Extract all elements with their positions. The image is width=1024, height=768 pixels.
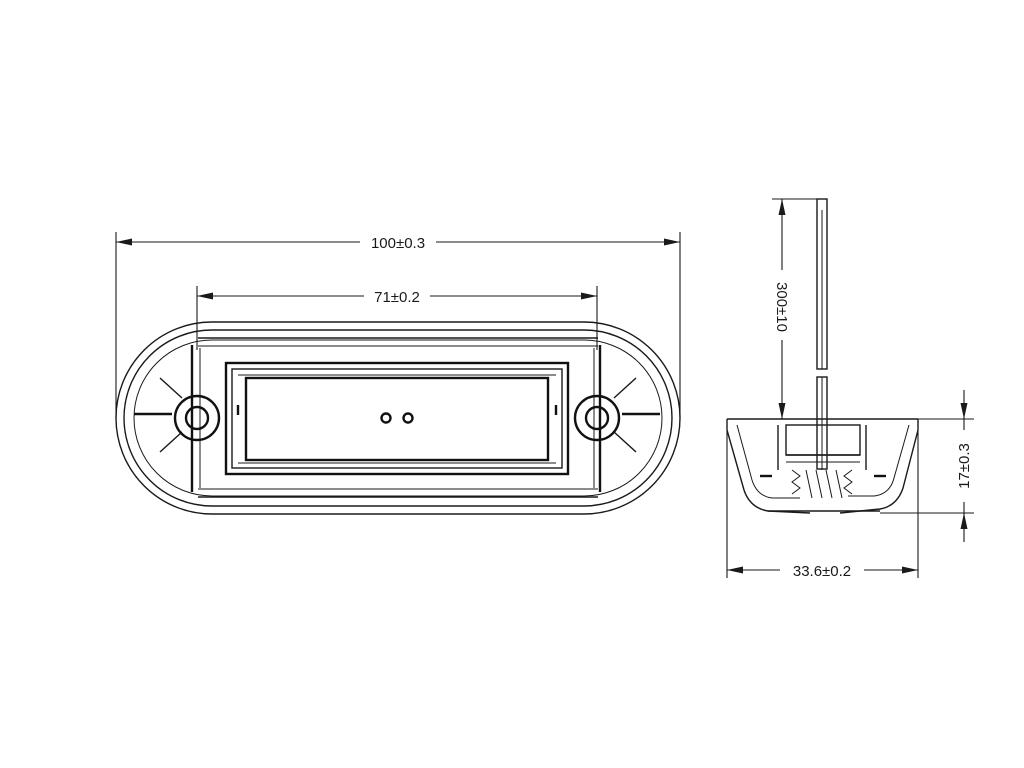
thread-zigzag	[791, 469, 853, 495]
outer-housing-outline	[115, 321, 681, 515]
led-dot-right	[402, 412, 414, 424]
housing-inner-right	[848, 424, 910, 497]
hole-spacing-arrow-left	[197, 292, 213, 300]
front-view: 100±0.3 71±0.2	[115, 232, 681, 515]
right-mounting-hole	[584, 405, 610, 431]
housing-left-profile	[726, 419, 811, 514]
rib-left-top	[159, 377, 183, 399]
overall-length-arrow-right	[664, 238, 680, 246]
rib-right-bottom	[613, 431, 637, 453]
lens-bezel-inner	[231, 368, 563, 469]
side-view: 300±10 17±0.3 33.6±0.2	[726, 198, 974, 580]
cable-length-label: 300±10	[773, 282, 790, 332]
overall-length-label: 100±0.3	[371, 235, 425, 252]
right-mounting-hole-boss	[573, 394, 621, 442]
left-mounting-hole	[184, 405, 210, 431]
connector-block	[785, 424, 861, 456]
inner-housing-outline	[123, 329, 673, 507]
lens-window	[244, 376, 550, 462]
height-arrow-bottom	[960, 513, 968, 529]
housing-inner-left	[736, 424, 800, 499]
hole-spacing-label: 71±0.2	[374, 289, 420, 306]
left-mounting-hole-boss	[173, 394, 221, 442]
led-dot-left	[380, 412, 392, 424]
rib-left-bottom	[159, 431, 183, 453]
height-label: 17±0.3	[956, 443, 973, 489]
thread-hatch	[805, 469, 843, 499]
width-label: 33.6±0.2	[793, 563, 851, 580]
width-arrow-left	[727, 566, 743, 574]
cable-length-arrow-top	[778, 199, 786, 215]
cable-length-arrow-bottom	[778, 403, 786, 419]
housing-right-profile	[839, 419, 919, 514]
flange-outline	[133, 339, 663, 497]
rib-right-top	[613, 377, 637, 399]
width-arrow-right	[902, 566, 918, 574]
overall-length-arrow-left	[116, 238, 132, 246]
height-arrow-top	[960, 403, 968, 419]
hole-spacing-arrow-right	[581, 292, 597, 300]
lens-bezel-outer	[224, 361, 570, 476]
